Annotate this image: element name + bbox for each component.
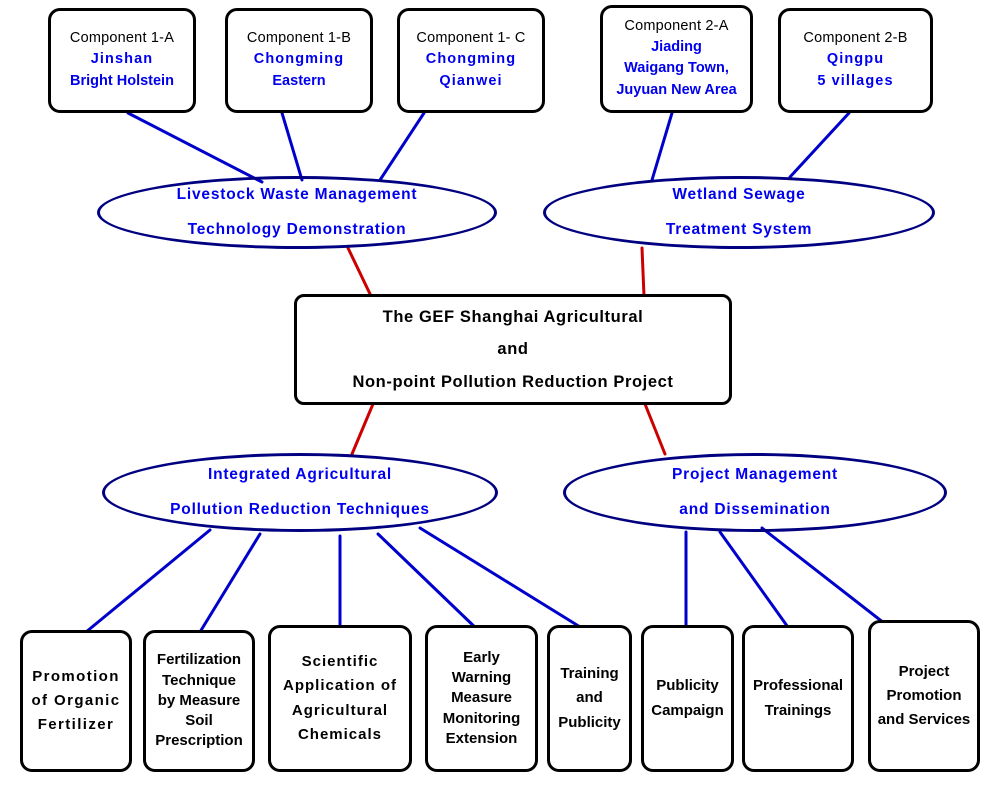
activity-box-training-publicity[interactable]: Training and Publicity (547, 625, 632, 772)
component-2a-line3: Juyuan New Area (616, 82, 737, 99)
activity-3-line-2: Application of (283, 677, 397, 695)
component-1a-header: Component 1-A (69, 30, 175, 47)
central-project-line1: The GEF Shanghai Agricultural (382, 308, 644, 327)
activity-4-line-3: Measure (451, 689, 512, 707)
edge-integrated-to-early (376, 532, 482, 634)
activity-7-line-1: Professional (752, 677, 844, 695)
edge-comp2b-to-wetland (788, 111, 851, 179)
activity-5-line-2: and (576, 689, 603, 707)
ellipse-wetland-line2: Treatment System (665, 220, 813, 238)
central-project-line3: Non-point Pollution Reduction Project (352, 372, 674, 391)
component-box-1c[interactable]: Component 1- C Chongming Qianwei (397, 8, 545, 113)
component-1c-header: Component 1- C (416, 30, 526, 47)
component-2a-line2: Waigang Town, (624, 60, 729, 77)
activity-box-scientific-application-chemicals[interactable]: Scientific Application of Agricultural C… (268, 625, 412, 772)
component-box-2b[interactable]: Component 2-B Qingpu 5 villages (778, 8, 933, 113)
edge-management-to-projectpromo (760, 526, 895, 632)
component-2b-line2: 5 villages (817, 72, 894, 89)
activity-3-line-3: Agricultural (291, 701, 389, 719)
activity-4-line-1: Early (463, 648, 500, 666)
component-1a-line1: Jinshan (90, 51, 154, 68)
edge-integrated-to-training (418, 526, 587, 632)
central-project-box[interactable]: The GEF Shanghai Agricultural and Non-po… (294, 294, 732, 405)
component-2b-header: Component 2-B (803, 30, 908, 47)
ellipse-management-line1: Project Management (672, 465, 838, 483)
edge-management-to-professional (718, 530, 792, 632)
edge-comp1a-to-livestock (126, 111, 264, 184)
ellipse-livestock-line2: Technology Demonstration (187, 220, 407, 238)
edge-center-to-integrated (350, 402, 375, 456)
component-2a-line1: Jiading (651, 38, 702, 55)
edge-center-to-management (643, 402, 667, 456)
component-2a-header: Component 2-A (624, 18, 729, 35)
component-1b-header: Component 1-B (246, 30, 352, 47)
activity-8-line-1: Project (898, 662, 950, 680)
activity-5-line-3: Publicity (558, 713, 621, 731)
component-1b-line1: Chongming (253, 51, 345, 68)
activity-box-early-warning-monitoring[interactable]: Early Warning Measure Monitoring Extensi… (425, 625, 538, 772)
component-box-2a[interactable]: Component 2-A Jiading Waigang Town, Juyu… (600, 5, 753, 113)
component-1c-line1: Chongming (425, 51, 517, 68)
activity-6-line-1: Publicity (656, 677, 719, 695)
component-2b-line1: Qingpu (826, 51, 885, 68)
activity-box-fertilization-technique[interactable]: Fertilization Technique by Measure Soil … (143, 630, 255, 772)
edge-comp1c-to-livestock (378, 111, 426, 182)
edge-integrated-to-fertilization (198, 532, 262, 634)
activity-box-professional-trainings[interactable]: Professional Trainings (742, 625, 854, 772)
activity-2-line-3: by Measure (157, 691, 241, 709)
activity-box-promotion-organic-fertilizer[interactable]: Promotion of Organic Fertilizer (20, 630, 132, 772)
edge-integrated-to-promotion (84, 528, 212, 634)
activity-2-line-5: Prescription (155, 732, 243, 750)
activity-1-line-1: Promotion (32, 667, 120, 685)
activity-box-publicity-campaign[interactable]: Publicity Campaign (641, 625, 734, 772)
activity-2-line-4: Soil (185, 712, 213, 730)
component-1a-line2: Bright Holstein (70, 72, 174, 89)
ellipse-livestock-waste-management[interactable]: Livestock Waste Management Technology De… (97, 176, 497, 249)
activity-2-line-1: Fertilization (156, 651, 242, 669)
ellipse-wetland-sewage-treatment[interactable]: Wetland Sewage Treatment System (543, 176, 935, 249)
activity-1-line-2: of Organic (31, 691, 121, 709)
ellipse-integrated-line1: Integrated Agricultural (207, 465, 393, 483)
component-1c-line2: Qianwei (439, 72, 503, 89)
ellipse-integrated-agricultural-pollution[interactable]: Integrated Agricultural Pollution Reduct… (102, 453, 498, 532)
component-box-1b[interactable]: Component 1-B Chongming Eastern (225, 8, 373, 113)
activity-8-line-3: and Services (877, 711, 971, 729)
edge-wetland-to-center (640, 246, 646, 298)
edge-livestock-to-center (346, 246, 373, 298)
ellipse-wetland-line1: Wetland Sewage (672, 185, 806, 203)
activity-1-line-3: Fertilizer (37, 716, 115, 734)
edge-comp1b-to-livestock (280, 111, 304, 182)
activity-2-line-2: Technique (162, 671, 236, 689)
activity-8-line-2: Promotion (886, 686, 962, 704)
activity-6-line-2: Campaign (651, 701, 724, 719)
ellipse-management-line2: and Dissemination (679, 500, 831, 518)
activity-7-line-2: Trainings (764, 701, 832, 719)
activity-box-project-promotion-services[interactable]: Project Promotion and Services (868, 620, 980, 772)
activity-4-line-4: Monitoring (442, 709, 521, 727)
component-1b-line2: Eastern (272, 72, 326, 89)
activity-4-line-5: Extension (445, 729, 518, 747)
component-box-1a[interactable]: Component 1-A Jinshan Bright Holstein (48, 8, 196, 113)
ellipse-livestock-line1: Livestock Waste Management (176, 185, 418, 203)
activity-3-line-1: Scientific (301, 652, 379, 670)
central-project-line2: and (497, 340, 529, 359)
activity-5-line-1: Training (560, 665, 619, 683)
activity-3-line-4: Chemicals (297, 725, 383, 743)
activity-4-line-2: Warning (451, 669, 512, 687)
ellipse-integrated-line2: Pollution Reduction Techniques (170, 500, 430, 518)
ellipse-project-management-dissemination[interactable]: Project Management and Dissemination (563, 453, 947, 532)
edge-comp2a-to-wetland (650, 111, 674, 182)
